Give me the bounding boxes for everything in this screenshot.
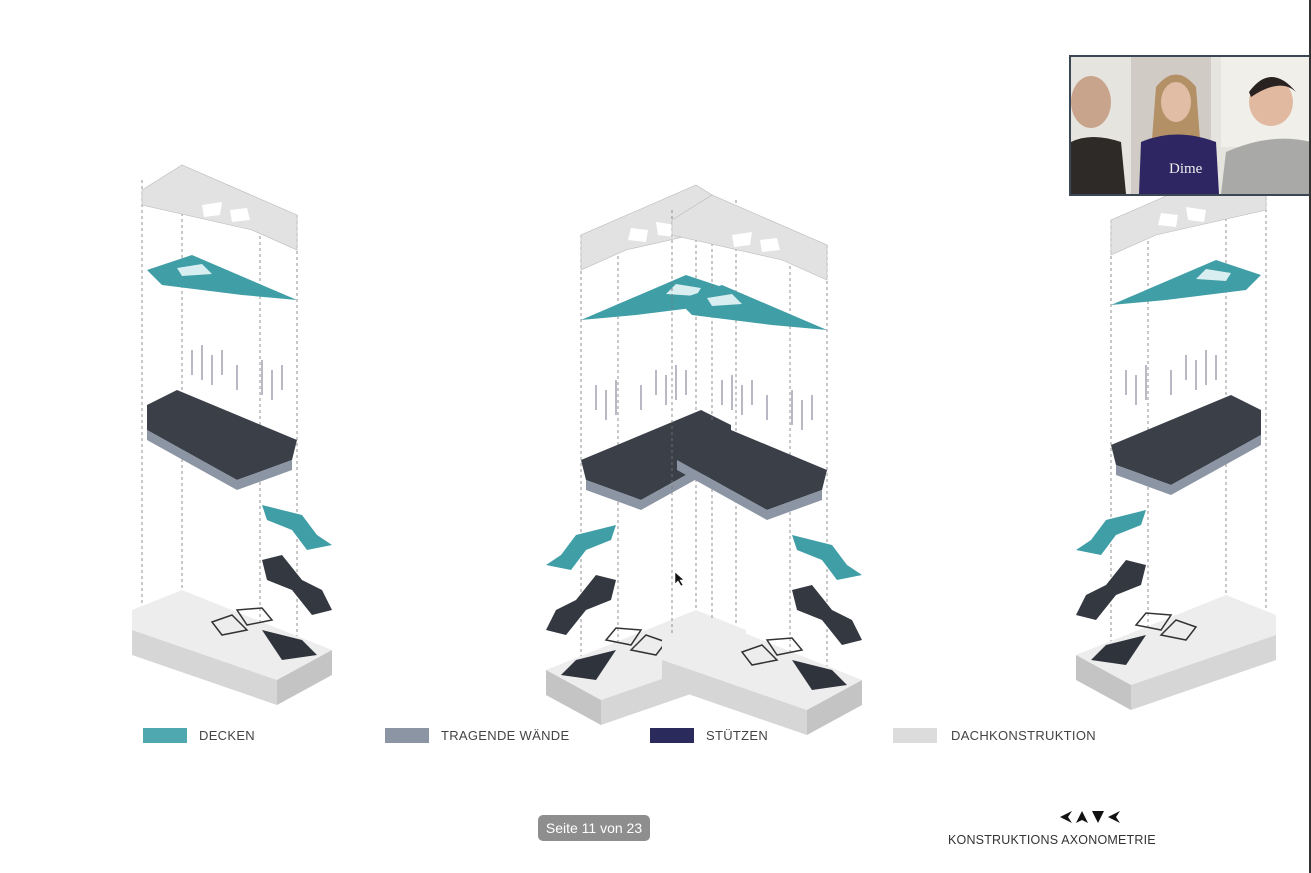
legend-swatch: [143, 728, 187, 743]
legend-label: STÜTZEN: [706, 728, 769, 743]
legend-decken: DECKEN: [143, 728, 255, 743]
video-call-thumbnail[interactable]: Dime: [1069, 55, 1311, 196]
legend-tragende-waende: TRAGENDE WÄNDE: [385, 728, 569, 743]
legend-swatch: [385, 728, 429, 743]
legend-label: TRAGENDE WÄNDE: [441, 728, 570, 743]
legend-label: DECKEN: [199, 728, 255, 743]
shirt-text: Dime: [1169, 161, 1203, 177]
window-edge: [1309, 0, 1311, 873]
page-indicator: Seite 11 von 23: [538, 815, 650, 841]
video-feed: [1071, 57, 1311, 194]
axonometry-column-1: [131, 164, 333, 706]
legend-swatch: [893, 728, 937, 743]
legend-label: DACHKONSTRUKTION: [951, 728, 1096, 743]
mouse-cursor-icon: [674, 571, 685, 587]
slide-title: KONSTRUKTIONS AXONOMETRIE: [948, 833, 1156, 847]
axonometry-column-4: [1075, 169, 1277, 711]
legend-stuetzen: STÜTZEN: [650, 728, 768, 743]
legend-swatch: [650, 728, 694, 743]
logo: [1060, 811, 1120, 823]
legend-dachkonstruktion: DACHKONSTRUKTION: [893, 728, 1096, 743]
axonometry-column-3: [661, 194, 863, 736]
